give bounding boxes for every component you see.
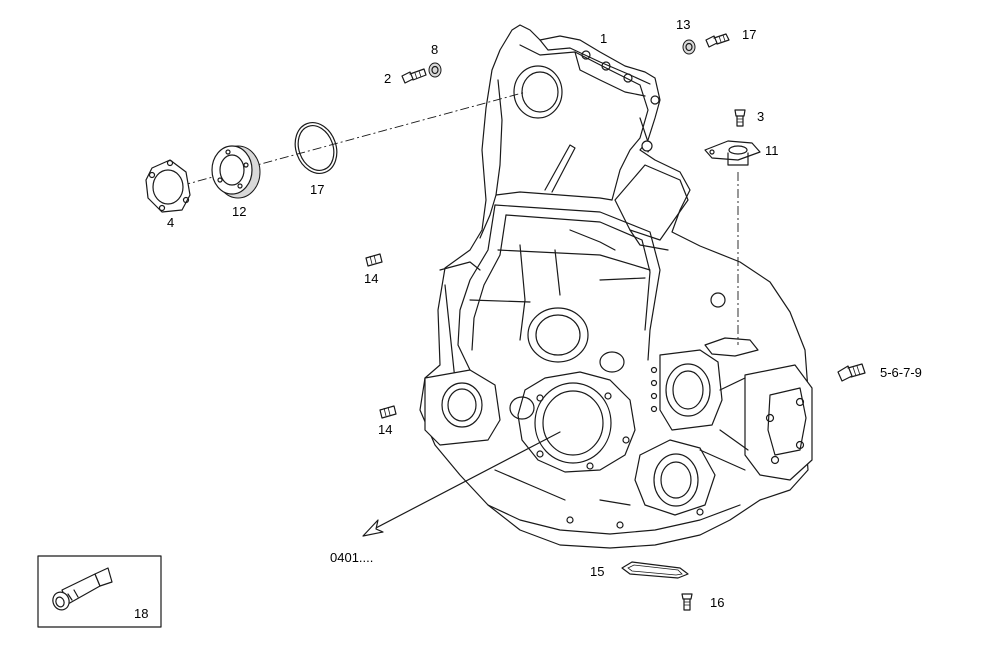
screw-part-16 [681,593,693,611]
cover-part-11 [704,140,761,166]
callout-12: 12 [232,204,246,219]
stud-part-17 [705,33,730,48]
callout-17-ring: 17 [310,182,324,197]
callout-8: 8 [431,42,438,57]
callout-1: 1 [600,31,607,46]
stud-part-14-lower [379,405,397,419]
stud-part-14-upper [365,253,383,267]
nut-part-13 [682,39,696,55]
screw-part-3 [734,109,746,127]
axis-line-left [164,91,527,191]
callout-15: 15 [590,564,604,579]
bolt-part-5-6-7-9 [837,363,866,382]
gasket-part-15 [621,561,689,579]
sealant-box-part-18 [37,555,162,628]
washer-part-8 [428,62,442,78]
reference-label: 0401.... [330,550,373,565]
seal-part-12 [211,145,261,199]
flywheel-housing [419,24,813,549]
callout-18: 18 [134,606,148,621]
callout-14-lower: 14 [378,422,392,437]
callout-16: 16 [710,595,724,610]
callout-13: 13 [676,17,690,32]
callout-11: 11 [765,143,779,158]
o-ring-part-17 [294,122,338,174]
callout-3: 3 [757,109,764,124]
callout-17-stud: 17 [742,27,756,42]
bolt-part-2 [401,68,427,84]
reference-arrow [362,431,561,537]
cover-plate-part-4 [145,159,191,213]
callout-4: 4 [167,215,174,230]
callout-5-6-7-9: 5-6-7-9 [880,365,922,380]
callout-2: 2 [384,71,391,86]
callout-14-upper: 14 [364,271,378,286]
